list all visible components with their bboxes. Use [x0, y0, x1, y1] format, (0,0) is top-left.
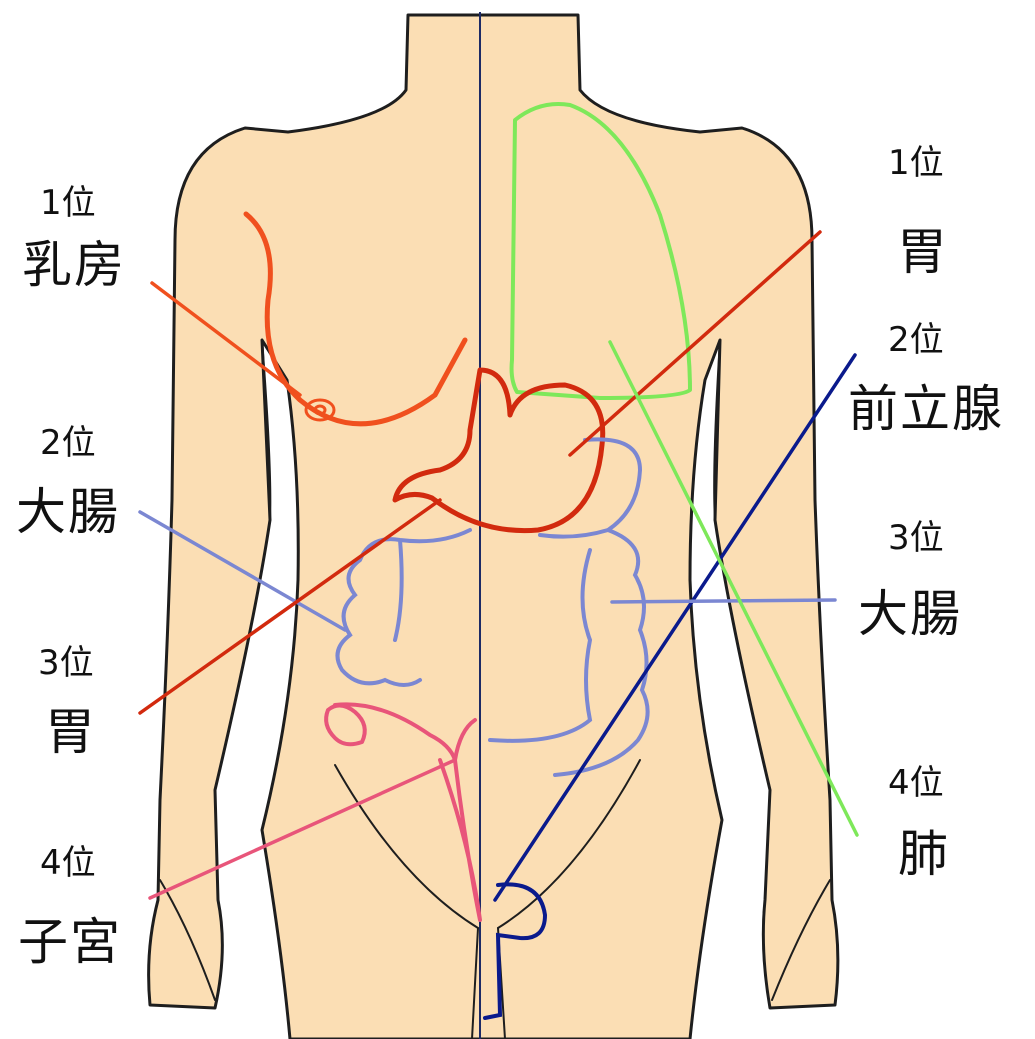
female-rank3-organ: 胃 [45, 703, 97, 761]
female-rank2-organ: 大腸 [16, 483, 120, 541]
male-rank1-label: 1位 [888, 143, 944, 183]
male-rank4-label: 4位 [888, 763, 944, 803]
leader-colon-male [612, 600, 835, 602]
male-rank1-organ: 胃 [897, 223, 949, 281]
male-rank2-label: 2位 [888, 320, 944, 360]
female-rank1-label: 1位 [40, 183, 96, 223]
male-rank3-organ: 大腸 [858, 585, 962, 643]
female-rank1-organ: 乳房 [22, 236, 126, 294]
female-rank3-label: 3位 [38, 643, 94, 683]
male-rank3-label: 3位 [888, 518, 944, 558]
female-rank2-label: 2位 [40, 423, 96, 463]
male-rank2-organ: 前立腺 [848, 380, 1004, 438]
male-rank4-organ: 肺 [898, 825, 950, 883]
female-rank4-organ: 子宮 [18, 913, 122, 971]
female-rank4-label: 4位 [40, 843, 96, 883]
